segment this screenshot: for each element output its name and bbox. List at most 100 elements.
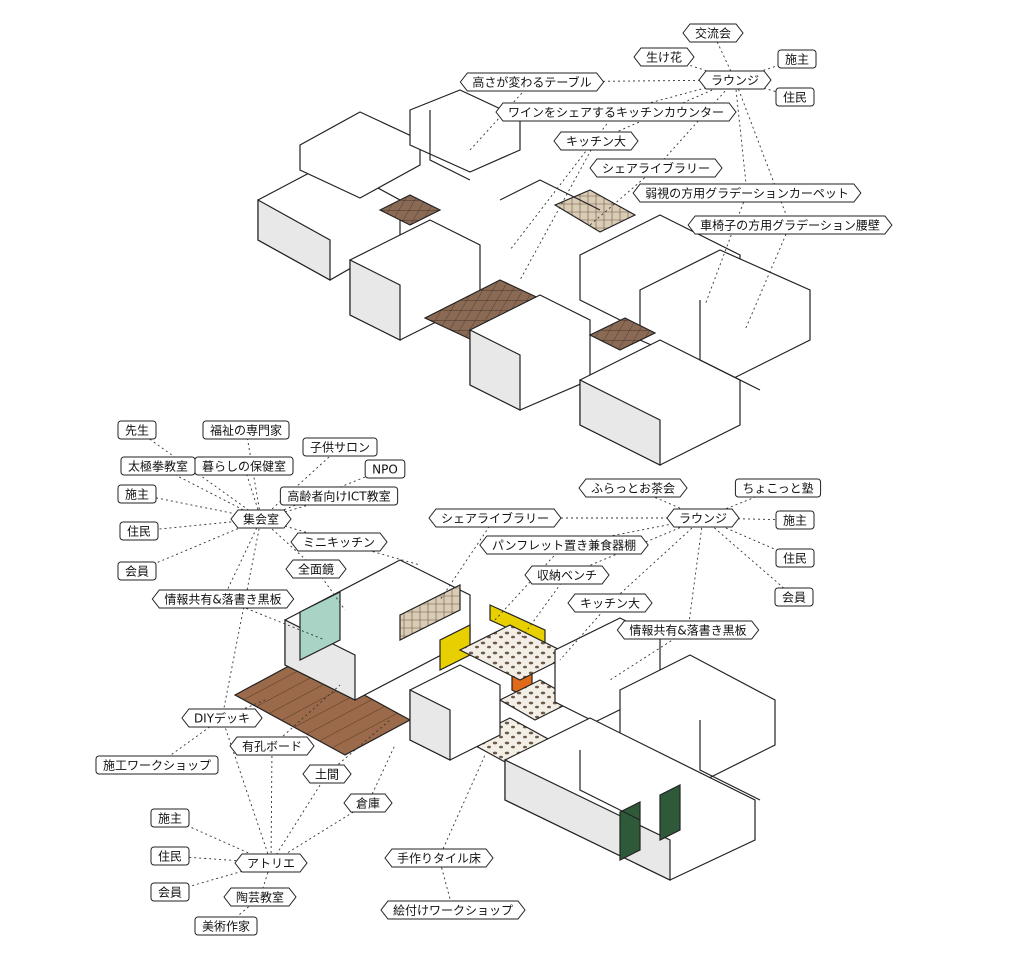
label-hall: 集会室 xyxy=(230,509,292,529)
connector-line xyxy=(687,517,704,631)
label-box xyxy=(229,736,315,756)
label-ikebana: 生け花 xyxy=(633,47,695,67)
connector-line xyxy=(519,574,568,641)
label-text: 倉庫 xyxy=(356,796,380,811)
label-box xyxy=(302,437,378,457)
label-text: シェアライブラリー xyxy=(602,161,710,176)
label-text: 高さが変わるテーブル xyxy=(472,75,591,90)
connector-line xyxy=(744,224,791,331)
connector-line xyxy=(439,517,496,601)
label-box xyxy=(774,587,814,607)
label-text: 手作りタイル床 xyxy=(397,852,481,866)
label-text: 住民 xyxy=(783,91,807,105)
label-pamphlet: パンフレット置き兼食器棚 xyxy=(479,535,649,555)
label-text: 弱視の方用グラデーションカーペット xyxy=(645,186,849,201)
label-cram: ちょこっと塾 xyxy=(734,478,822,498)
label-text: 土間 xyxy=(315,768,339,782)
label-members-a: 会員 xyxy=(150,882,190,902)
connector-line xyxy=(734,79,791,226)
label-box xyxy=(285,559,347,579)
label-box xyxy=(302,764,352,784)
connector-line xyxy=(222,518,262,600)
label-owner-r: 施主 xyxy=(775,510,815,530)
label-text: ラウンジ xyxy=(679,512,727,526)
label-box xyxy=(119,521,159,541)
label-owner-l: 施主 xyxy=(117,484,157,504)
label-members-l: 会員 xyxy=(117,561,157,581)
label-text: 収納ベンチ xyxy=(537,569,597,583)
label-text: 先生 xyxy=(125,424,149,438)
label-box xyxy=(479,535,649,555)
label-box xyxy=(524,565,610,585)
label-box xyxy=(384,848,494,868)
label-text: 会員 xyxy=(125,565,149,579)
label-text: 住民 xyxy=(783,552,807,566)
label-text: NPO xyxy=(372,463,398,477)
label-pottery: 陶芸教室 xyxy=(223,887,297,907)
label-box xyxy=(775,87,815,107)
label-box xyxy=(380,900,526,920)
label-box xyxy=(698,70,772,90)
label-text: 住民 xyxy=(127,525,151,539)
label-members-r: 会員 xyxy=(774,587,814,607)
connector-line xyxy=(270,745,273,864)
bottom-floorplan xyxy=(233,559,776,881)
label-atelier: アトリエ xyxy=(234,853,308,873)
label-text: ラウンジ xyxy=(711,74,759,88)
label-residents: 住民 xyxy=(775,87,815,107)
label-tile-floor: 手作りタイル床 xyxy=(384,848,494,868)
label-lounge: ラウンジ xyxy=(666,508,740,528)
connector-line xyxy=(438,857,454,911)
label-box xyxy=(150,882,190,902)
label-diy-deck: DIYデッキ xyxy=(181,708,263,728)
label-text: ふらっとお茶会 xyxy=(591,481,675,496)
label-text: 施主 xyxy=(785,53,809,67)
label-box xyxy=(279,486,399,506)
label-earth-floor: 土間 xyxy=(302,764,352,784)
label-text: 全面鏡 xyxy=(298,562,334,577)
label-text: 住民 xyxy=(158,850,182,864)
label-box xyxy=(777,49,817,69)
label-text: 陶芸教室 xyxy=(236,890,284,905)
connector-line xyxy=(531,79,736,83)
connector-line xyxy=(271,684,341,747)
label-box xyxy=(632,183,862,203)
connector-line xyxy=(222,598,326,641)
label-box xyxy=(150,846,190,866)
connector-line xyxy=(509,111,617,251)
connector-line xyxy=(438,754,486,859)
label-box xyxy=(95,755,219,775)
label-box xyxy=(578,478,688,498)
connector-line xyxy=(712,32,736,81)
connector-line xyxy=(563,517,704,546)
label-residents-r: 住民 xyxy=(775,548,815,568)
label-storage: 倉庫 xyxy=(343,793,393,813)
label-exchange: 交流会 xyxy=(682,23,744,43)
label-owner: 施主 xyxy=(777,49,817,69)
connector-line xyxy=(655,79,736,169)
label-text: 美術作家 xyxy=(202,919,250,934)
label-box xyxy=(202,420,290,440)
connector-line xyxy=(338,541,421,566)
label-box xyxy=(734,478,822,498)
label-residents-l: 住民 xyxy=(119,521,159,541)
label-wine-counter: ワインをシェアするキッチンカウンター xyxy=(495,102,737,122)
label-table: 高さが変わるテーブル xyxy=(459,72,605,92)
label-text: 施主 xyxy=(783,514,807,528)
label-text: パンフレット置き兼食器棚 xyxy=(492,538,636,553)
label-bench: 収納ベンチ xyxy=(524,565,610,585)
label-taichi: 太極拳教室 xyxy=(120,456,196,476)
label-text: 高齢者向けICT教室 xyxy=(287,489,390,504)
connector-line xyxy=(221,717,272,864)
label-layer: 交流会生け花施主ラウンジ高さが変わるテーブル住民ワインをシェアするキッチンカウン… xyxy=(95,23,893,936)
connector-line xyxy=(734,79,748,194)
connector-line xyxy=(702,517,795,598)
label-box xyxy=(230,509,292,529)
label-text: アトリエ xyxy=(247,857,295,871)
connector-line xyxy=(609,517,704,604)
connector-line xyxy=(702,487,779,519)
label-text: 交流会 xyxy=(695,26,731,41)
connector-line xyxy=(315,568,346,611)
label-box xyxy=(633,47,695,67)
label-box xyxy=(364,459,406,479)
